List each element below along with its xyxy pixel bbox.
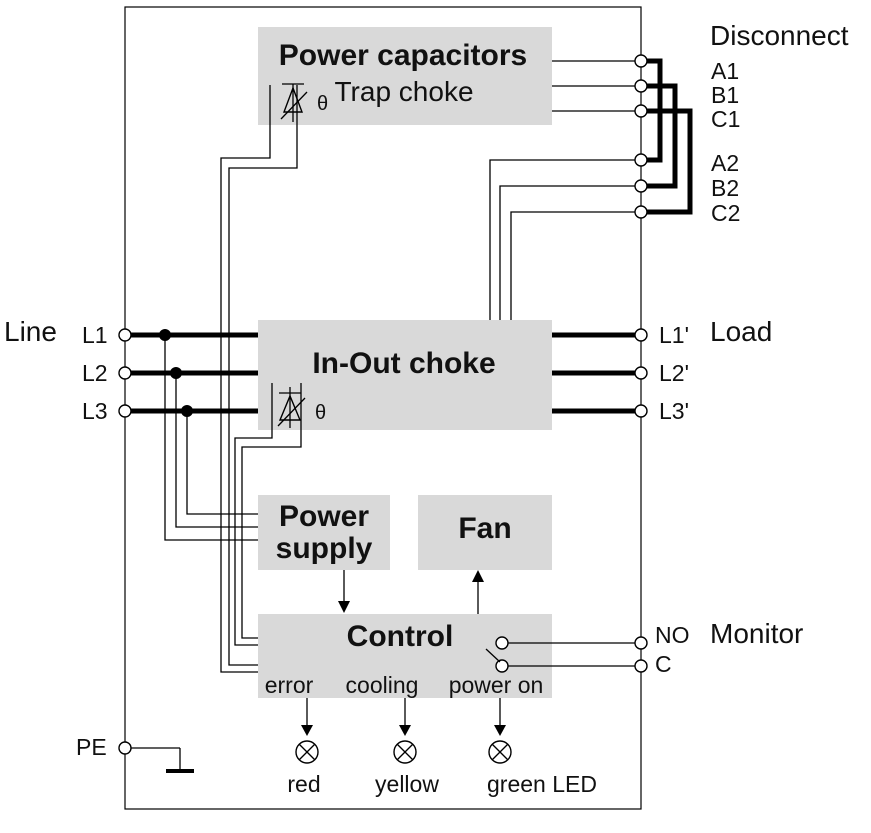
power-capacitors-label: Power capacitors (279, 39, 527, 72)
control-block: Control error cooling power on (258, 614, 552, 698)
inout-choke-thermal-wires (234, 383, 302, 646)
load-heading: Load (710, 316, 772, 347)
capacitor-output-wires (552, 60, 635, 112)
cooling-led-arrow (399, 698, 411, 736)
terminal-l1 (118, 328, 132, 342)
fan-label: Fan (458, 512, 511, 545)
trap-choke-label: Trap choke (334, 76, 473, 107)
line-input-wires (131, 329, 258, 417)
trap-choke-thermal-switch-icon: θ (280, 83, 328, 122)
inout-choke-block: In-Out choke (258, 320, 552, 430)
terminal-b1 (634, 79, 648, 93)
line-heading: Line (4, 316, 57, 347)
cooling-signal-label: cooling (346, 672, 419, 698)
red-led-label: red (287, 771, 320, 797)
error-signal-label: error (265, 672, 314, 698)
junction-dot (159, 329, 171, 341)
terminal-l3-prime (634, 404, 648, 418)
terminal-l3 (118, 404, 132, 418)
terminal-no (634, 636, 648, 650)
terminal-pe (118, 741, 132, 755)
power-supply-label-line1: Power (279, 500, 369, 533)
terminal-label-l1-prime: L1' (659, 322, 689, 348)
error-led-arrow (301, 698, 313, 736)
terminal-label-b2: B2 (711, 175, 739, 201)
load-output-wires (552, 332, 635, 414)
control-to-fan-arrow (472, 570, 484, 614)
monitor-relay-contact (485, 636, 635, 673)
terminal-label-no: NO (655, 622, 690, 648)
terminal-label-a1: A1 (711, 58, 739, 84)
fan-block: Fan (418, 495, 552, 570)
green-led-icon (488, 740, 512, 764)
terminal-b2 (634, 179, 648, 193)
terminal-c (634, 659, 648, 673)
terminal-label-c2: C2 (711, 200, 740, 226)
power-supply-feed-wires (164, 335, 258, 541)
power-on-signal-label: power on (449, 672, 544, 698)
power-capacitors-block: Power capacitors Trap choke (258, 27, 552, 125)
disconnect-terminals (634, 54, 648, 219)
line-terminals (118, 328, 132, 418)
terminal-c1 (634, 104, 648, 118)
control-label: Control (347, 620, 454, 653)
terminal-l2 (118, 366, 132, 380)
terminal-label-l2: L2 (82, 360, 108, 386)
pe-ground (131, 747, 194, 773)
terminal-label-a2: A2 (711, 150, 739, 176)
terminal-label-pe: PE (76, 734, 107, 760)
terminal-label-c1: C1 (711, 106, 740, 132)
terminal-label-b1: B1 (711, 82, 739, 108)
terminal-l1-prime (634, 328, 648, 342)
choke-to-disconnect-wires (489, 159, 635, 320)
junction-dot (181, 405, 193, 417)
monitor-terminals (634, 636, 648, 673)
terminal-label-l3: L3 (82, 398, 108, 424)
terminal-label-l1: L1 (82, 322, 108, 348)
inout-choke-theta: θ (315, 402, 326, 424)
terminal-label-c: C (655, 651, 672, 677)
terminal-label-l2-prime: L2' (659, 360, 689, 386)
terminal-a1 (634, 54, 648, 68)
terminal-c2 (634, 205, 648, 219)
green-led-label: green LED (487, 771, 597, 797)
trap-choke-theta: θ (317, 93, 328, 115)
trap-choke-thermal-wires (220, 85, 298, 673)
terminal-label-l3-prime: L3' (659, 398, 689, 424)
yellow-led-label: yellow (375, 771, 439, 797)
power-supply-to-control-arrow (338, 570, 350, 613)
load-terminals (634, 328, 648, 418)
yellow-led-icon (393, 740, 417, 764)
power-supply-block: Power supply (258, 495, 390, 570)
disconnect-heading: Disconnect (710, 20, 849, 51)
power-supply-label-line2: supply (276, 532, 373, 565)
power-on-led-arrow (494, 698, 506, 736)
inout-choke-label: In-Out choke (312, 347, 495, 380)
terminal-l2-prime (634, 366, 648, 380)
terminal-a2 (634, 153, 648, 167)
junction-dot (170, 367, 182, 379)
disconnect-jumpers (646, 58, 693, 215)
red-led-icon (295, 740, 319, 764)
monitor-heading: Monitor (710, 618, 803, 649)
